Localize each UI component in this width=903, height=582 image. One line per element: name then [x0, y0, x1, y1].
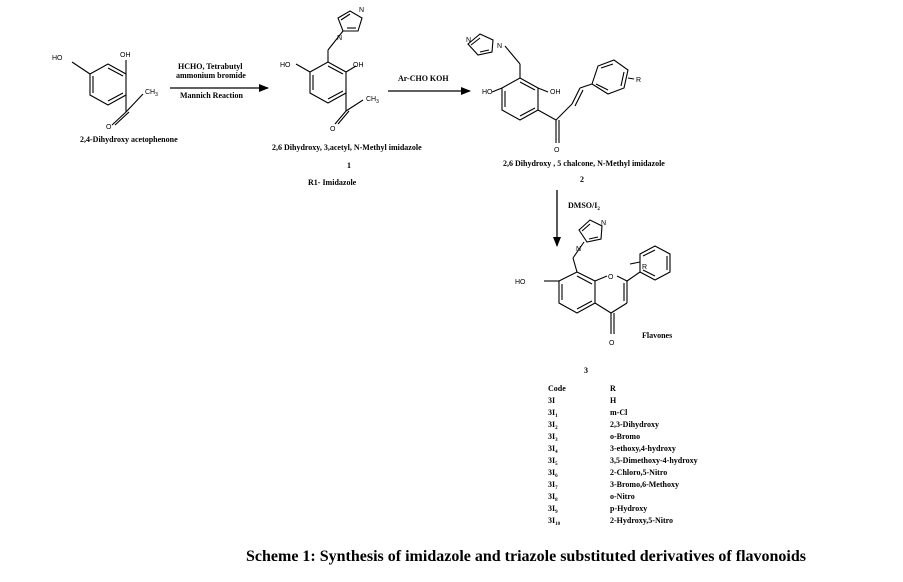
table-code-cell: 3I1 — [548, 408, 558, 419]
table-r-cell: 2-Hydroxy,5-Nitro — [610, 516, 673, 525]
compound1-n-link-label: N — [337, 35, 342, 42]
compound2-ho-label: HO — [482, 89, 493, 96]
compound1-number: 1 — [347, 161, 351, 170]
reactant-ch3-label: CH3 — [145, 89, 158, 98]
table-r-cell: m-Cl — [610, 408, 628, 417]
table-code-cell: 3I7 — [548, 480, 558, 491]
compound2-name: 2,6 Dihydroxy , 5 chalcone, N-Methyl imi… — [503, 159, 665, 168]
table-r-cell: 2-Chloro,5-Nitro — [610, 468, 667, 477]
compound2-structure — [467, 33, 635, 143]
table-r-cell: 3-ethoxy,4-hydroxy — [610, 444, 676, 453]
table-code-cell: 3I10 — [548, 516, 561, 527]
table-r-cell: p-Hydroxy — [610, 504, 647, 513]
table-code-cell: 3I2 — [548, 420, 558, 431]
table-code-cell: 3I3 — [548, 432, 558, 443]
compound3-r-label: R — [642, 264, 647, 271]
compound1-n-top-label: N — [359, 7, 364, 14]
scheme-caption: Scheme 1: Synthesis of imidazole and tri… — [246, 548, 806, 565]
compound1-structure — [295, 10, 364, 125]
compound2-number: 2 — [580, 175, 584, 184]
table-r-cell: 3,5-Dimethoxy-4-hydroxy — [610, 456, 698, 465]
compound3-n-link-label: N — [576, 246, 581, 253]
compound3-number: 3 — [584, 366, 588, 375]
compound2-r-label: R — [636, 77, 641, 84]
compound1-ch3-label: CH3 — [366, 96, 379, 105]
substituent-table: Code R 3I H 3I1 m-Cl 3I2 2,3-Dihydroxy 3I3 o-Br… — [548, 384, 698, 527]
table-code-cell: 3I9 — [548, 504, 558, 515]
table-header-r: R — [610, 384, 616, 393]
step2-reagent: Ar-CHO KOH — [398, 74, 449, 83]
compound1-o-label: O — [330, 126, 336, 133]
reactant-o-label: O — [106, 124, 112, 131]
compound1-name: 2,6 Dihydroxy, 3,acetyl, N-Methyl imidaz… — [272, 143, 422, 152]
compound1-ho-label: HO — [280, 62, 291, 69]
table-r-cell: 3-Bromo,6-Methoxy — [610, 480, 679, 489]
compound3-structure — [544, 219, 671, 334]
compound3-ho-label: HO — [515, 279, 526, 286]
step1-reagent-line1: HCHO, Tetrabutyl — [178, 62, 243, 71]
table-r-cell: 2,3-Dihydroxy — [610, 420, 659, 429]
compound3-n-top-label: N — [601, 220, 606, 227]
table-r-cell: H — [610, 396, 617, 405]
table-r-cell: o-Bromo — [610, 432, 640, 441]
compound2-n-link-label: N — [497, 43, 502, 50]
table-code-cell: 3I4 — [548, 444, 558, 455]
table-r-cell: o-Nitro — [610, 492, 635, 501]
reactant-oh-label: OH — [120, 52, 131, 59]
step1-reagent-line2: ammonium bromide — [176, 71, 246, 80]
compound2-n-top-label: N — [466, 37, 471, 44]
reactant-structure — [71, 60, 144, 126]
table-code-cell: 3I8 — [548, 492, 558, 503]
step3-reagent: DMSO/I2 — [568, 201, 600, 212]
compound2-oh-label: OH — [550, 89, 561, 96]
compound3-o-keto-label: O — [609, 340, 615, 347]
table-code-cell: 3I6 — [548, 468, 558, 479]
compound1-r1-label: R1- Imidazole — [308, 178, 357, 187]
compound3-o-ring-label: O — [608, 274, 614, 281]
compound2-o-label: O — [554, 147, 560, 154]
reactant-name: 2,4-Dihydroxy acetophenone — [80, 135, 178, 144]
table-code-cell: 3I5 — [548, 456, 558, 467]
table-code-cell: 3I — [548, 396, 555, 405]
compound1-oh-label: OH — [353, 62, 364, 69]
compound3-name: Flavones — [642, 331, 672, 340]
table-header-code: Code — [548, 384, 566, 393]
step1-reagent-line3: Mannich Reaction — [180, 91, 243, 100]
reactant-ho-label: HO — [52, 55, 63, 62]
